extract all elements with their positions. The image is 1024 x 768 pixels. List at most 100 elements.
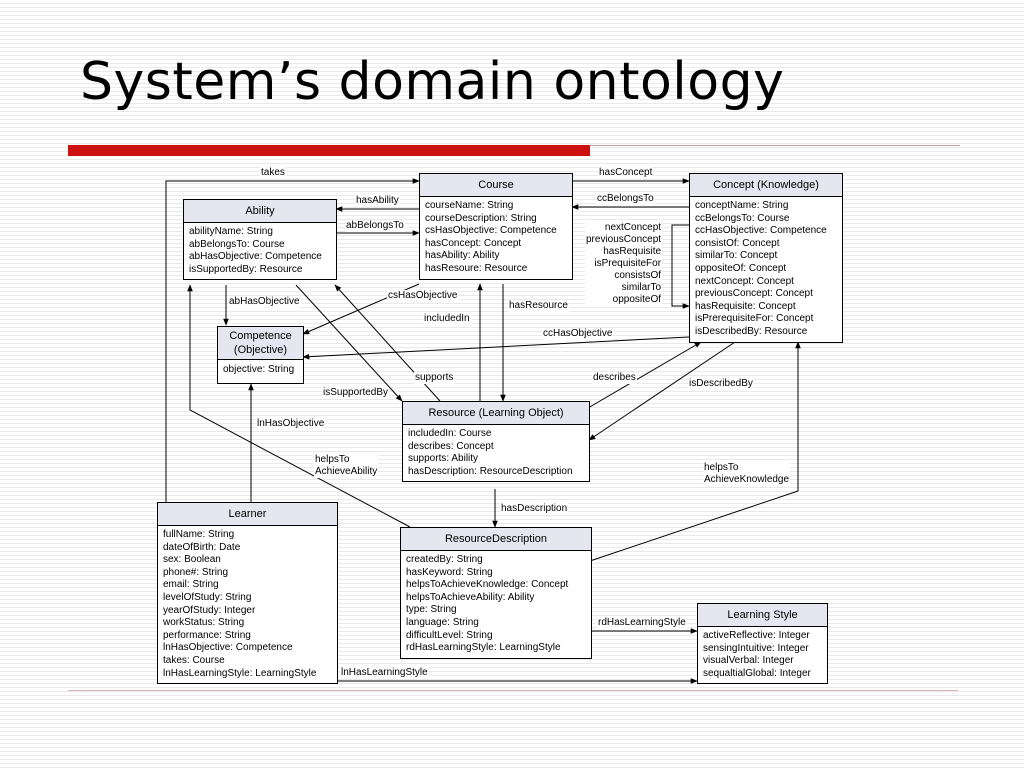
label-takes: takes (260, 167, 286, 179)
attribute: similarTo: Concept (695, 250, 778, 262)
attribute: hasAbility: Ability (425, 250, 500, 262)
edge-cc-has-objective (302, 336, 690, 360)
label-included-in: includedIn (423, 313, 471, 325)
class-resource-description-attributes: createdBy: String hasKeyword: String hel… (401, 551, 591, 658)
label-rd-has-learning-style: rdHasLearningStyle (597, 617, 687, 629)
edge-takes (165, 178, 420, 502)
label-helps-to-achieve-knowledge: helpsTo AchieveKnowledge (703, 462, 791, 486)
label-ab-has-objective: abHasObjective (228, 296, 301, 308)
attribute: courseDescription: String (425, 212, 537, 224)
attribute: sex: Boolean (163, 554, 221, 566)
attribute: courseName: String (425, 200, 514, 211)
attribute: includedIn: Course (408, 428, 492, 439)
attribute: visualVerbal: Integer (703, 655, 794, 667)
attribute: sequaltialGlobal: Integer (703, 667, 811, 679)
attribute: hasDescription: ResourceDescription (408, 465, 573, 477)
attribute: createdBy: String (406, 554, 483, 565)
class-learning-style: Learning Style activeReflective: Integer… (697, 603, 828, 685)
label-ln-has-objective: lnHasObjective (256, 418, 326, 430)
attribute: hasRequisite: Concept (695, 300, 796, 312)
class-resource-attributes: includedIn: Course describes: Concept su… (403, 425, 589, 481)
class-resource: Resource (Learning Object) includedIn: C… (402, 401, 590, 483)
attribute: nextConcept: Concept (695, 275, 794, 287)
attribute: fullName: String (163, 529, 235, 540)
label-ln-has-learning-style: lnHasLearningStyle (340, 667, 429, 679)
edge-helps-to-achieve-ability (187, 284, 411, 528)
class-concept-attributes: conceptName: String ccBelongsTo: Course … (690, 197, 842, 342)
class-concept-name: Concept (Knowledge) (690, 174, 842, 197)
title-underline-gray (590, 145, 960, 146)
attribute: helpsToAchieveAbility: Ability (406, 591, 535, 603)
class-ability-name: Ability (184, 200, 336, 223)
attribute: helpsToAchieveKnowledge: Concept (406, 579, 569, 591)
class-resource-description-name: ResourceDescription (401, 528, 591, 551)
class-learner: Learner fullName: String dateOfBirth: Da… (157, 502, 338, 685)
attribute: yearOfStudy: Integer (163, 604, 256, 616)
attribute: phone#: String (163, 566, 229, 578)
edge-helps-to-achieve-knowledge (589, 341, 801, 562)
title-underline-red (68, 145, 590, 156)
class-concept: Concept (Knowledge) conceptName: String … (689, 173, 843, 343)
class-course-name: Course (420, 174, 572, 197)
class-competence: Competence (Objective) objective: String (217, 326, 304, 384)
label-has-concept: hasConcept (598, 167, 654, 179)
class-learner-attributes: fullName: String dateOfBirth: Date sex: … (158, 526, 337, 683)
label-cc-belongs-to: ccBelongsTo (596, 193, 655, 205)
class-course-attributes: courseName: String courseDescription: St… (420, 197, 572, 279)
label-is-described-by: isDescribedBy (688, 378, 754, 390)
label-describes: describes (592, 372, 637, 384)
class-ability: Ability abilityName: String abBelongsTo:… (183, 199, 337, 281)
label-has-ability: hasAbility (355, 195, 400, 207)
class-competence-name-line1: Competence (229, 330, 292, 342)
attribute: type: String (406, 604, 457, 616)
class-learning-style-attributes: activeReflective: Integer sensingIntuiti… (698, 627, 827, 683)
attribute: difficultLevel: String (406, 629, 493, 641)
label-ab-belongs-to: abBelongsTo (345, 220, 405, 232)
attribute: ccBelongsTo: Course (695, 212, 790, 224)
class-competence-name: Competence (Objective) (218, 327, 303, 360)
slide-title: System’s domain ontology (80, 52, 785, 112)
attribute: csHasObjective: Competence (425, 225, 557, 237)
label-supports: supports (414, 372, 455, 384)
class-ability-attributes: abilityName: String abBelongsTo: Course … (184, 223, 336, 279)
attribute: hasKeyword: String (406, 566, 493, 578)
label-concept-self-relations: nextConcept previousConcept hasRequisite… (585, 222, 663, 306)
attribute: abHasObjective: Competence (189, 251, 322, 263)
attribute: previousConcept: Concept (695, 288, 813, 300)
label-has-resource: hasResource (508, 300, 569, 312)
attribute: conceptName: String (695, 200, 789, 211)
class-competence-attributes: objective: String (218, 360, 303, 383)
attribute: abilityName: String (189, 226, 273, 237)
class-course: Course courseName: String courseDescript… (419, 173, 573, 280)
attribute: sensingIntuitive: Integer (703, 642, 809, 654)
attribute: ccHasObjective: Competence (695, 225, 827, 237)
label-has-description: hasDescription (500, 503, 569, 515)
attribute: language: String (406, 616, 479, 628)
attribute: email: String (163, 579, 219, 591)
attribute: isPrerequisiteFor: Concept (695, 313, 814, 325)
class-competence-name-line2: (Objective) (233, 344, 288, 356)
edge-concept-self (671, 224, 690, 309)
attribute: isSupportedBy: Resource (189, 263, 303, 275)
attribute: lnHasLearningStyle: LearningStyle (163, 667, 317, 679)
edge-is-supported-by (295, 284, 403, 402)
edge-is-described-by (588, 341, 736, 441)
attribute: workStatus: String (163, 617, 245, 629)
class-resource-name: Resource (Learning Object) (403, 402, 589, 425)
attribute: objective: String (223, 364, 295, 375)
label-helps-to-achieve-ability: helpsTo AchieveAbility (314, 454, 379, 478)
attribute: activeReflective: Integer (703, 630, 810, 641)
attribute: performance: String (163, 629, 251, 641)
attribute: dateOfBirth: Date (163, 541, 241, 553)
attribute: levelOfStudy: String (163, 591, 252, 603)
attribute: takes: Course (163, 654, 225, 666)
attribute: hasConcept: Concept (425, 237, 522, 249)
class-learner-name: Learner (158, 503, 337, 526)
footer-rule (68, 690, 958, 691)
attribute: oppositeOf: Concept (695, 262, 787, 274)
attribute: describes: Concept (408, 440, 494, 452)
attribute: consistOf: Concept (695, 237, 780, 249)
attribute: supports: Ability (408, 453, 479, 465)
label-is-supported-by: isSupportedBy (322, 387, 390, 399)
edge-describes (587, 341, 702, 409)
